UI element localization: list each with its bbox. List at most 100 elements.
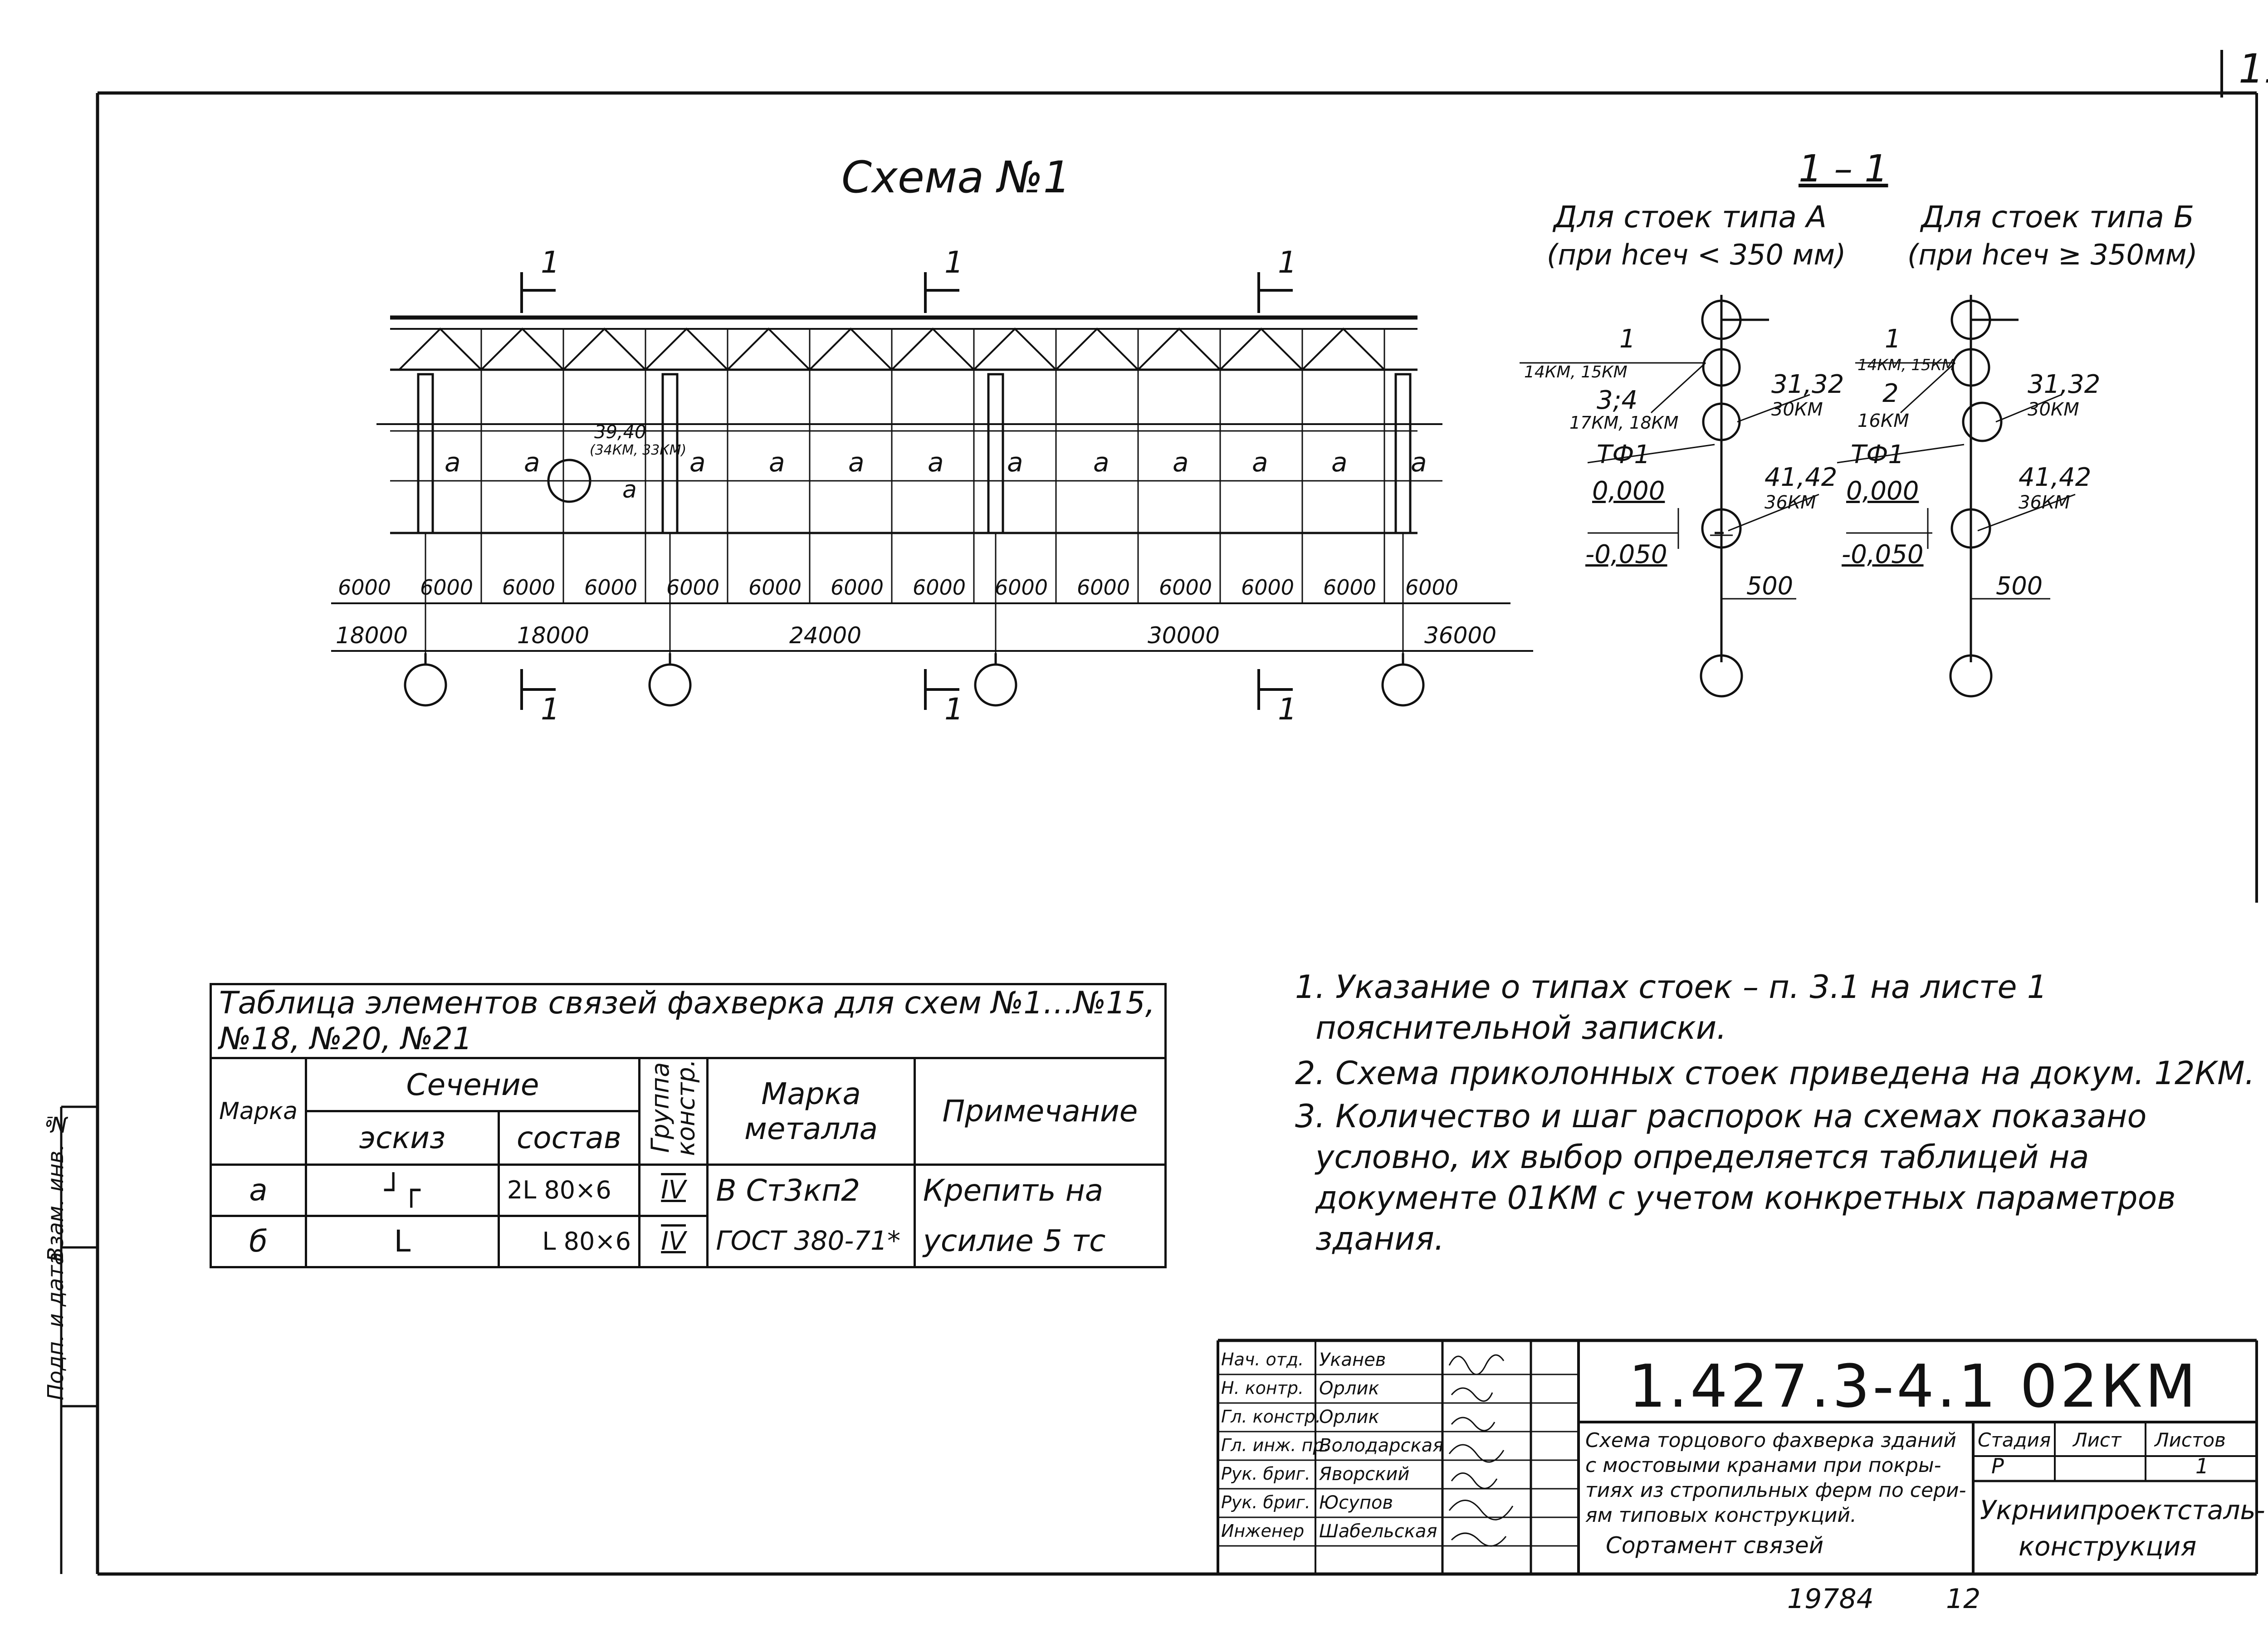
org-line-2: конструкция: [2019, 1531, 2197, 1562]
row-a-mark: а: [209, 1163, 308, 1217]
desc-line-3: тиях из стропильных ферм по сери-: [1585, 1479, 1966, 1502]
bay-label: а: [445, 447, 461, 478]
truss-diagonal: [973, 328, 1057, 371]
type-a-r2-num: 41,42: [1765, 463, 1838, 492]
note-2: усилие 5 тс: [913, 1216, 1167, 1268]
type-b-minus: -0,050: [1842, 540, 1924, 569]
scheme-title: Схема №1: [841, 152, 1071, 203]
note-line-1: 1. Указание о типах стоек – п. 3.1 на ли…: [1295, 968, 2048, 1006]
stage-label: Стадия: [1978, 1429, 2051, 1451]
type-a-r2-doc: 36КМ: [1765, 492, 1816, 513]
callout-mark: а: [622, 476, 637, 504]
sheets-label: Листов: [2155, 1429, 2226, 1451]
page-number-tick: [2220, 50, 2223, 98]
stamp-role: Гл. инж. пр.: [1221, 1435, 1330, 1455]
header-note: Примечание: [913, 1057, 1167, 1166]
bay-label: а: [689, 447, 706, 478]
stamp-name: Орлик: [1319, 1407, 1379, 1428]
metal-2: ГОСТ 380-71*: [706, 1216, 916, 1268]
bay-label: а: [769, 447, 785, 478]
desc-line-4: ям типовых конструкций.: [1585, 1504, 1857, 1527]
truss-diagonal: [398, 328, 482, 371]
page-number: 11: [2239, 45, 2268, 92]
truss-diagonal: [1137, 328, 1221, 371]
grid-dimension-value: 18000: [336, 622, 408, 649]
section-mark-top-2: 1: [944, 245, 963, 280]
dimension-value: 6000: [1077, 575, 1130, 600]
type-b-l1-doc: 14КМ, 15КМ: [1857, 356, 1955, 374]
desc-line-5: Сортамент связей: [1606, 1532, 1824, 1559]
header-mark: Марка: [209, 1057, 308, 1166]
row-b-group: IV: [638, 1214, 709, 1268]
stamp-role: Рук. бриг.: [1221, 1464, 1310, 1484]
stamp-name: Володарская: [1319, 1435, 1444, 1456]
dimension-value: 6000: [1323, 575, 1377, 600]
grid-dimension-value: 30000: [1148, 622, 1220, 649]
bay-label: а: [524, 447, 540, 478]
truss-diagonal: [1219, 328, 1303, 371]
stamp-name: Юсупов: [1319, 1492, 1393, 1513]
truss-diagonal: [1301, 328, 1385, 371]
type-a-dim: 500: [1746, 572, 1794, 600]
desc-line-2: с мостовыми кранами при покры-: [1585, 1454, 1941, 1477]
truss-diagonal: [480, 328, 564, 371]
type-b-l2-doc: 16КМ: [1857, 411, 1909, 431]
type-b-heading: Для стоек типа Б: [1921, 200, 2195, 235]
truss-diagonal: [562, 328, 646, 371]
type-a-minus: -0,050: [1585, 540, 1667, 569]
type-a-l2-num: 3;4: [1597, 386, 1638, 415]
desc-line-1: Схема торцового фахверка зданий: [1585, 1429, 1957, 1452]
type-b-condition: (при hсеч ≥ 350мм): [1907, 238, 2198, 271]
bay-label: а: [1007, 447, 1023, 478]
type-b-r2-num: 41,42: [2019, 463, 2092, 492]
stamp-role: Инженер: [1221, 1521, 1305, 1541]
bay-label: а: [848, 447, 865, 478]
row-a-group: IV: [638, 1163, 709, 1217]
header-group: Группа констр.: [638, 1057, 709, 1166]
dimension-value: 6000: [420, 575, 474, 600]
bay-label: а: [1093, 447, 1110, 478]
type-b-zero: 0,000: [1846, 476, 1919, 506]
callout-ref: (34КМ, 33КМ): [590, 442, 687, 458]
stamp-name: Яворский: [1319, 1464, 1410, 1485]
type-a-l2-doc: 17КМ, 18КМ: [1569, 413, 1679, 433]
note-line-6: документе 01КМ с учетом конкретных парам…: [1315, 1179, 2176, 1217]
dimension-value: 6000: [913, 575, 966, 600]
note-line-3: 2. Схема приколонных стоек приведена на …: [1295, 1055, 2255, 1092]
dimension-value: 6000: [1405, 575, 1459, 600]
bay-label: а: [1173, 447, 1189, 478]
truss-diagonal: [727, 328, 811, 371]
header-section: Сечение: [305, 1056, 640, 1113]
bay-label: а: [928, 447, 944, 478]
dimension-value: 6000: [995, 575, 1048, 600]
row-b-sketch: L: [305, 1214, 500, 1268]
type-b-dim: 500: [1996, 572, 2043, 600]
callout-number: 39,40: [594, 422, 646, 443]
header-sketch: эскиз: [305, 1110, 500, 1166]
type-a-zero: 0,000: [1592, 476, 1665, 506]
dimension-value: 6000: [831, 575, 884, 600]
dimension-value: 6000: [584, 575, 638, 600]
org-line-1: Укрниипроектсталь-: [1980, 1495, 2265, 1525]
type-a-r1-num: 31,32: [1771, 370, 1844, 399]
footer-format: 12: [1946, 1583, 1981, 1615]
dimension-value: 6000: [666, 575, 720, 600]
truss-diagonal: [891, 328, 975, 371]
grid-dimension-value: 18000: [517, 622, 590, 649]
type-b-r1-num: 31,32: [2028, 370, 2101, 399]
type-a-l1-doc: 14КМ, 15КМ: [1524, 363, 1628, 381]
dimension-value: 6000: [1159, 575, 1212, 600]
type-b-tf: ТФ1: [1851, 440, 1905, 469]
sheet-label: Лист: [2073, 1429, 2121, 1451]
sheets-value: 1: [2195, 1454, 2209, 1478]
stamp-name: Орлик: [1319, 1378, 1379, 1399]
dimension-value: 6000: [1241, 575, 1295, 600]
table-caption: Таблица элементов связей фахверка для сх…: [210, 983, 1167, 1059]
section-mark-bot-3: 1: [1278, 692, 1297, 727]
bay-label: а: [1331, 447, 1348, 478]
type-b-l1-num: 1: [1885, 324, 1901, 354]
type-a-heading: Для стоек типа А: [1554, 200, 1827, 235]
